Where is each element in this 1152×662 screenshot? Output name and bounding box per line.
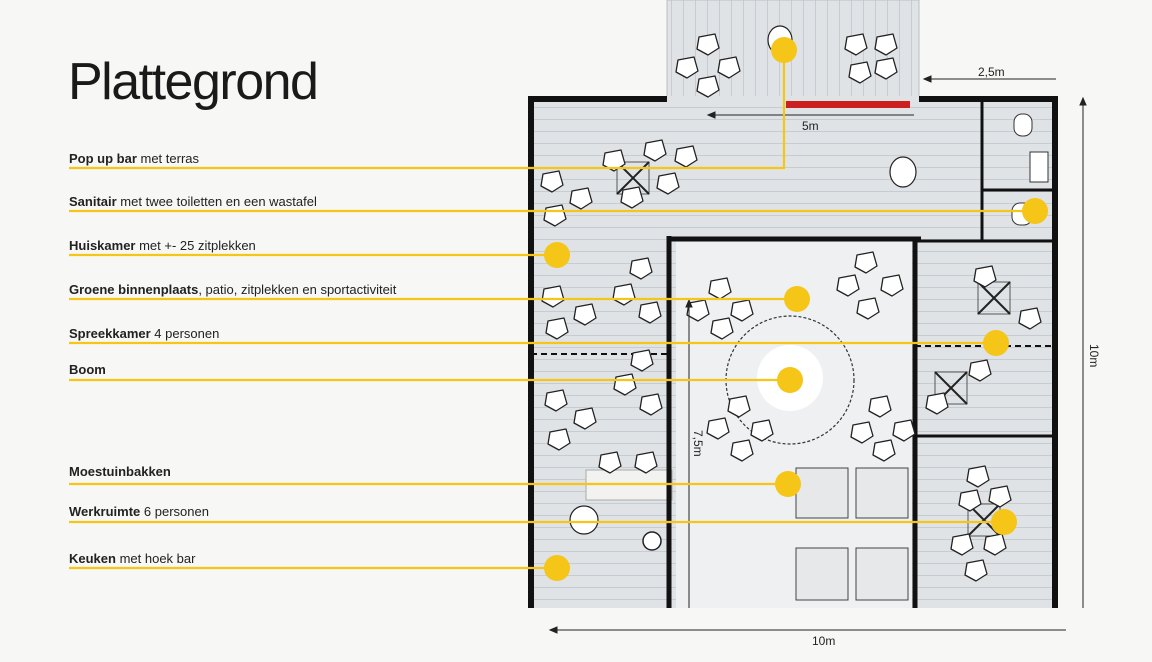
dim-courtyard-height: 7,5m bbox=[691, 430, 705, 457]
legend-keuken: Keuken met hoek bar bbox=[69, 551, 196, 566]
dim-bar-width: 5m bbox=[802, 119, 819, 133]
marker-boom bbox=[777, 367, 803, 393]
dim-right-height: 10m bbox=[1087, 344, 1101, 367]
marker-moestuinbakken bbox=[775, 471, 801, 497]
marker-werkruimte bbox=[991, 509, 1017, 535]
legend-boom: Boom bbox=[69, 362, 106, 377]
planters bbox=[795, 467, 909, 601]
legend-spreekkamer: Spreekkamer 4 personen bbox=[69, 326, 220, 341]
page-title: Plattegrond bbox=[68, 53, 319, 111]
marker-pop-up-bar bbox=[771, 37, 797, 63]
sink-icon bbox=[642, 531, 662, 551]
marker-keuken bbox=[544, 555, 570, 581]
dimension-lines bbox=[548, 75, 1087, 634]
bar-counter bbox=[786, 101, 910, 108]
dim-top-right: 2,5m bbox=[978, 65, 1005, 79]
legend-huiskamer: Huiskamer met +- 25 zitplekken bbox=[69, 238, 256, 253]
location-markers bbox=[544, 37, 1048, 581]
marker-spreekkamer bbox=[983, 330, 1009, 356]
legend-sanitair: Sanitair met twee toiletten en een wasta… bbox=[69, 194, 317, 209]
legend-moestuinbakken: Moestuinbakken bbox=[69, 464, 171, 479]
dim-bottom-width: 10m bbox=[812, 634, 835, 648]
marker-sanitair bbox=[1022, 198, 1048, 224]
legend-pop-up-bar: Pop up bar met terras bbox=[69, 151, 200, 166]
legend-groene-binnenplaats: Groene binnenplaats, patio, zitplekken e… bbox=[69, 282, 397, 297]
marker-groene-binnenplaats bbox=[784, 286, 810, 312]
marker-huiskamer bbox=[544, 242, 570, 268]
leader-lines bbox=[69, 50, 1035, 570]
legend-werkruimte: Werkruimte 6 personen bbox=[69, 504, 209, 519]
